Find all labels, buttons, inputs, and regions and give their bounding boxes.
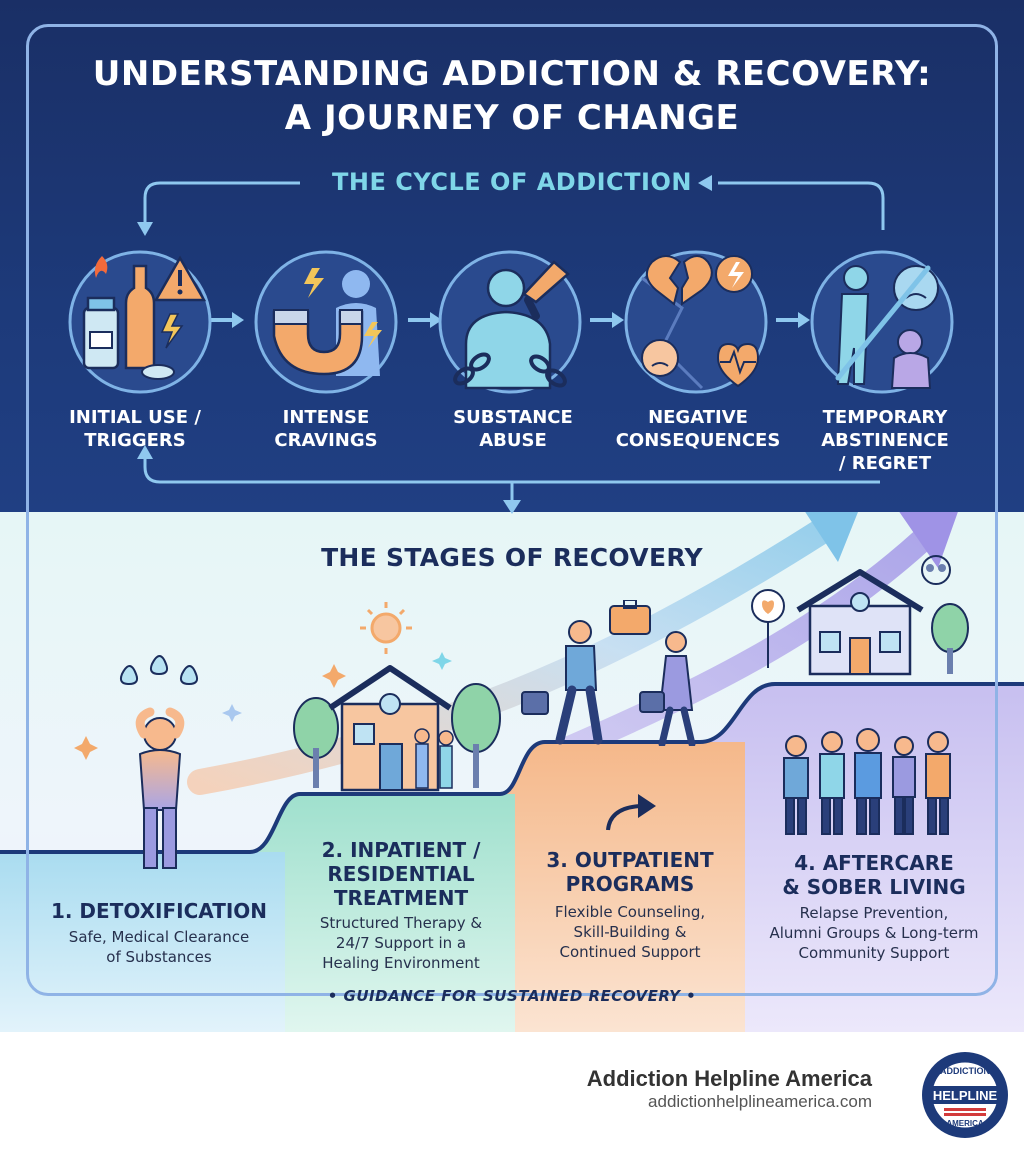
stage-1-title: 1. DETOXIFICATION — [50, 899, 268, 923]
helpline-seal-logo: HELPLINE ADDICTION AMERICA — [922, 1052, 1008, 1138]
cycle-loop-arrows — [137, 175, 885, 514]
forward-arrow-icon — [606, 794, 656, 831]
bottles-warning-icon — [68, 250, 212, 394]
walking-people-icon — [520, 600, 696, 746]
svg-text:ADDICTION: ADDICTION — [940, 1066, 990, 1076]
svg-text:HELPLINE: HELPLINE — [933, 1088, 998, 1103]
stage-4-description: Relapse Prevention,Alumni Groups & Long-… — [769, 904, 979, 962]
sober-living-house-icon — [751, 555, 969, 676]
treatment-house-icon — [293, 602, 501, 792]
cycle-step-1-label: INITIAL USE /TRIGGERS — [69, 407, 201, 451]
svg-text:AMERICA: AMERICA — [946, 1119, 984, 1128]
sweating-figure-icon — [74, 655, 242, 869]
title-line-2: A JOURNEY OF CHANGE — [284, 98, 740, 138]
regret-figures-icon — [810, 250, 954, 394]
guidance-caption: • GUIDANCE FOR SUSTAINED RECOVERY • — [327, 987, 697, 1005]
cycle-title: THE CYCLE OF ADDICTION — [332, 168, 692, 196]
brand-url[interactable]: addictionhelplineamerica.com — [648, 1092, 872, 1111]
community-group-icon — [783, 728, 951, 835]
magnet-icon — [254, 250, 398, 394]
title-line-1: UNDERSTANDING ADDICTION & RECOVERY: — [92, 54, 932, 94]
stage-4-title: 4. AFTERCARE& SOBER LIVING — [782, 851, 966, 899]
stage-3-description: Flexible Counseling,Skill-Building &Cont… — [554, 903, 706, 961]
drinking-chained-figure-icon — [438, 250, 582, 394]
brand-name: Addiction Helpline America — [586, 1066, 872, 1091]
stages-title: THE STAGES OF RECOVERY — [321, 543, 703, 572]
outer-frame — [26, 24, 998, 996]
broken-heart-icon — [624, 250, 768, 394]
page-title: UNDERSTANDING ADDICTION & RECOVERY: A JO… — [0, 52, 1024, 140]
